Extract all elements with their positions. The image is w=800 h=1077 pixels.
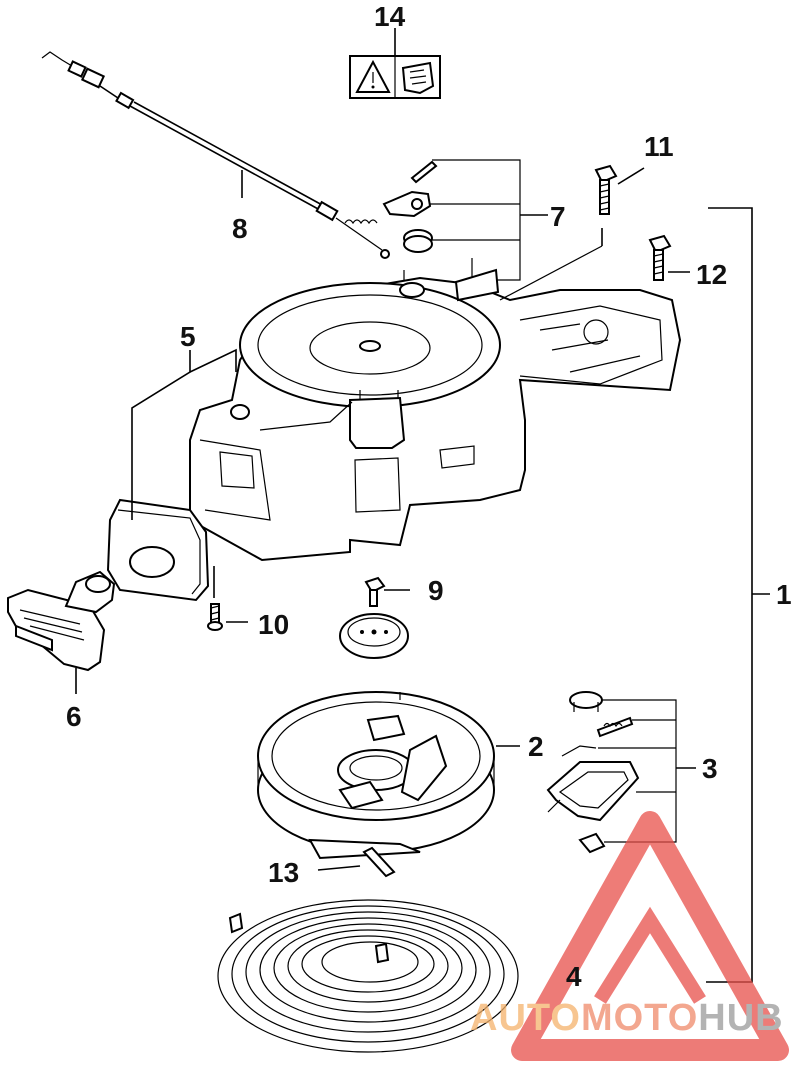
callout-12: 12 <box>696 259 727 290</box>
part-14-warning-label <box>349 28 441 99</box>
part-7-pin-set <box>382 159 548 286</box>
watermark-brand-auto: AUTO <box>470 997 581 1039</box>
svg-text:AUTOMOTOHUB: AUTOMOTOHUB <box>470 997 784 1039</box>
part-6-starter-handle <box>7 570 116 694</box>
part-5-grip-bumper <box>106 348 237 602</box>
watermark-brand-hub: HUB <box>698 997 783 1039</box>
plate <box>339 613 409 659</box>
callout-6: 6 <box>66 701 82 732</box>
part-8-control-cable <box>41 51 390 259</box>
callout-8: 8 <box>232 213 248 244</box>
part-2-reel <box>257 691 520 860</box>
callout-3: 3 <box>702 753 718 784</box>
part-10-screw <box>207 566 248 631</box>
watermark-logo: AUTOMOTOHUB <box>470 811 789 1061</box>
callout-1: 1 <box>776 579 792 610</box>
callout-9: 9 <box>428 575 444 606</box>
callout-4: 4 <box>566 961 582 992</box>
callout-labels: 14 11 7 8 12 5 9 1 10 6 2 3 13 4 <box>66 1 792 992</box>
part-1-bracket <box>706 207 770 983</box>
part-4-recoil-spring <box>217 899 519 1053</box>
callout-11: 11 <box>644 131 674 162</box>
part-11-bolt <box>594 164 645 215</box>
watermark-triangle <box>511 811 789 1061</box>
part-13-pawl <box>317 846 396 878</box>
callout-5: 5 <box>180 321 196 352</box>
part-3-pawl-kit <box>546 691 696 854</box>
callout-7: 7 <box>550 201 566 232</box>
watermark-brand-moto: MOTO <box>581 997 698 1039</box>
callout-13: 13 <box>268 857 299 888</box>
part-12-bolt <box>648 234 690 281</box>
part-1-starter-housing <box>189 228 682 562</box>
callout-14: 14 <box>374 1 406 32</box>
part-9-screw <box>364 576 410 607</box>
callout-10: 10 <box>258 609 289 640</box>
callout-2: 2 <box>528 731 544 762</box>
